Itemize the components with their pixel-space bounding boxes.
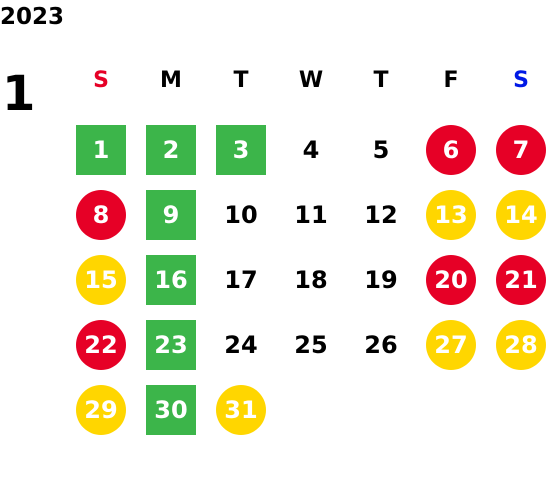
day-28[interactable]: 28 xyxy=(496,320,546,370)
day-15[interactable]: 15 xyxy=(76,255,126,305)
day-cell: 28 xyxy=(486,315,548,375)
day-25[interactable]: 25 xyxy=(294,331,328,359)
day-cell: 8 xyxy=(66,185,136,245)
day-cell: 2 xyxy=(136,120,206,180)
day-cell: 4 xyxy=(276,120,346,180)
day-26[interactable]: 26 xyxy=(364,331,398,359)
day-cell: 26 xyxy=(346,315,416,375)
year-label: 2023 xyxy=(0,4,65,30)
day-19[interactable]: 19 xyxy=(364,266,398,294)
weekday-monday: M xyxy=(160,68,182,93)
day-29[interactable]: 29 xyxy=(76,385,126,435)
day-cell: 23 xyxy=(136,315,206,375)
day-cell: 11 xyxy=(276,185,346,245)
day-cell: 24 xyxy=(206,315,276,375)
day-23[interactable]: 23 xyxy=(146,320,196,370)
day-17[interactable]: 17 xyxy=(224,266,258,294)
day-20[interactable]: 20 xyxy=(426,255,476,305)
day-cell: 5 xyxy=(346,120,416,180)
weekday-saturday: S xyxy=(513,68,529,93)
day-18[interactable]: 18 xyxy=(294,266,328,294)
day-cell: 30 xyxy=(136,380,206,440)
day-cell: 12 xyxy=(346,185,416,245)
weekday-sunday: S xyxy=(93,68,109,93)
day-5[interactable]: 5 xyxy=(372,136,390,164)
day-22[interactable]: 22 xyxy=(76,320,126,370)
day-cell: 6 xyxy=(416,120,486,180)
day-30[interactable]: 30 xyxy=(146,385,196,435)
day-8[interactable]: 8 xyxy=(76,190,126,240)
day-cell: 20 xyxy=(416,250,486,310)
day-cell: 13 xyxy=(416,185,486,245)
day-cell: 29 xyxy=(66,380,136,440)
day-1[interactable]: 1 xyxy=(76,125,126,175)
weekday-header-row: S M T W T F S xyxy=(66,62,548,100)
day-cell: 22 xyxy=(66,315,136,375)
day-31[interactable]: 31 xyxy=(216,385,266,435)
day-cell: 17 xyxy=(206,250,276,310)
weekday-friday: F xyxy=(443,68,459,93)
day-cell: 3 xyxy=(206,120,276,180)
day-cell: 25 xyxy=(276,315,346,375)
day-2[interactable]: 2 xyxy=(146,125,196,175)
day-cell: 19 xyxy=(346,250,416,310)
weekday-wednesday: W xyxy=(298,68,324,93)
weekday-tuesday: T xyxy=(233,68,249,93)
day-9[interactable]: 9 xyxy=(146,190,196,240)
day-cell: 9 xyxy=(136,185,206,245)
day-cell: 18 xyxy=(276,250,346,310)
day-cell: 7 xyxy=(486,120,548,180)
day-13[interactable]: 13 xyxy=(426,190,476,240)
day-cell: 31 xyxy=(206,380,276,440)
day-24[interactable]: 24 xyxy=(224,331,258,359)
weekday-thursday: T xyxy=(373,68,389,93)
day-4[interactable]: 4 xyxy=(302,136,320,164)
day-21[interactable]: 21 xyxy=(496,255,546,305)
day-3[interactable]: 3 xyxy=(216,125,266,175)
day-10[interactable]: 10 xyxy=(224,201,258,229)
day-cell: 10 xyxy=(206,185,276,245)
day-7[interactable]: 7 xyxy=(496,125,546,175)
day-11[interactable]: 11 xyxy=(294,201,328,229)
day-cell: 16 xyxy=(136,250,206,310)
day-16[interactable]: 16 xyxy=(146,255,196,305)
day-cell: 27 xyxy=(416,315,486,375)
day-12[interactable]: 12 xyxy=(364,201,398,229)
day-cell: 21 xyxy=(486,250,548,310)
day-27[interactable]: 27 xyxy=(426,320,476,370)
month-number: 1 xyxy=(2,66,36,122)
day-6[interactable]: 6 xyxy=(426,125,476,175)
day-cell: 15 xyxy=(66,250,136,310)
day-cell: 14 xyxy=(486,185,548,245)
day-14[interactable]: 14 xyxy=(496,190,546,240)
day-cell: 1 xyxy=(66,120,136,180)
